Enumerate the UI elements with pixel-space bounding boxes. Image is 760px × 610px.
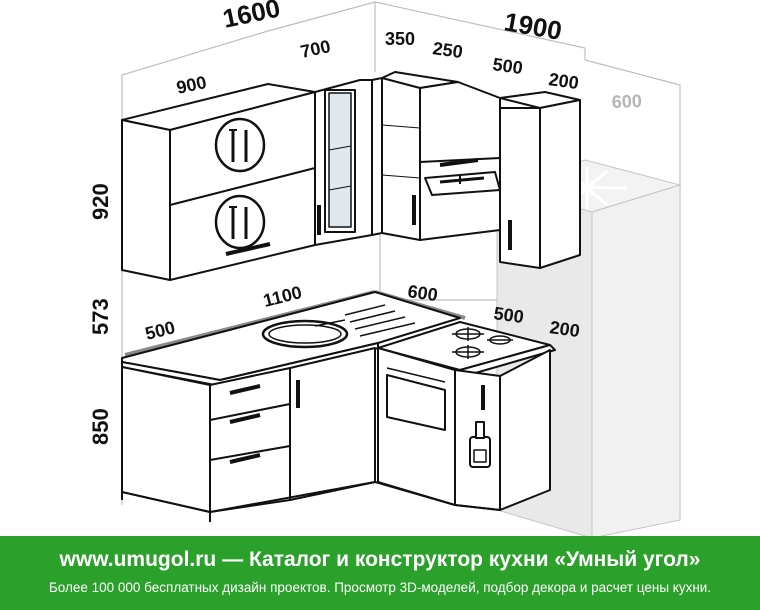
- dim-height-920: 920: [88, 183, 113, 220]
- footer-headline: www.umugol.ru — Каталог и конструктор ку…: [0, 546, 760, 574]
- upper-cabinets-right: [381, 71, 581, 269]
- kitchen-diagram: 1600 1900 900 700 350 250 500 200 600 92…: [88, 0, 682, 536]
- footer-title: Каталог и конструктор кухни «Умный угол»: [248, 548, 701, 571]
- dim-height-850: 850: [88, 408, 113, 445]
- burner-icon: [452, 327, 484, 341]
- upper-cabinet-left: [121, 83, 316, 281]
- dim-upper-350: 350: [385, 29, 415, 49]
- sink: [261, 319, 349, 349]
- dim-upper-900: 900: [175, 72, 209, 98]
- base-cabinets: [121, 347, 551, 522]
- dim-total-right: 1900: [502, 6, 564, 46]
- dim-upper-700: 700: [299, 36, 333, 62]
- dim-counter-600: 600: [406, 281, 439, 305]
- dim-total-left: 1600: [220, 0, 283, 34]
- dim-height-573: 573: [88, 298, 113, 335]
- drain-board: [344, 304, 416, 337]
- bottle-icon: [469, 421, 491, 468]
- burner-icon: [487, 335, 513, 345]
- plate-icon: [214, 194, 266, 250]
- dim-counter-500: 500: [143, 317, 177, 344]
- plate-icon: [214, 117, 266, 173]
- dim-base-200: 200: [548, 317, 581, 341]
- footer-banner: www.umugol.ru — Каталог и конструктор ку…: [0, 536, 760, 610]
- dim-fridge-600: 600: [611, 91, 642, 112]
- footer-subline: Более 100 000 бесплатных дизайн проектов…: [48, 580, 712, 595]
- upper-cabinet-glass: [314, 77, 383, 246]
- burner-icon: [452, 345, 484, 359]
- dim-upper-250: 250: [431, 38, 464, 62]
- dim-base-500: 500: [492, 303, 525, 327]
- site-link[interactable]: www.umugol.ru: [59, 548, 217, 571]
- dim-upper-500: 500: [491, 54, 524, 78]
- dim-upper-200: 200: [547, 69, 580, 93]
- footer-dash: —: [216, 548, 249, 571]
- dim-counter-1100: 1100: [261, 282, 304, 311]
